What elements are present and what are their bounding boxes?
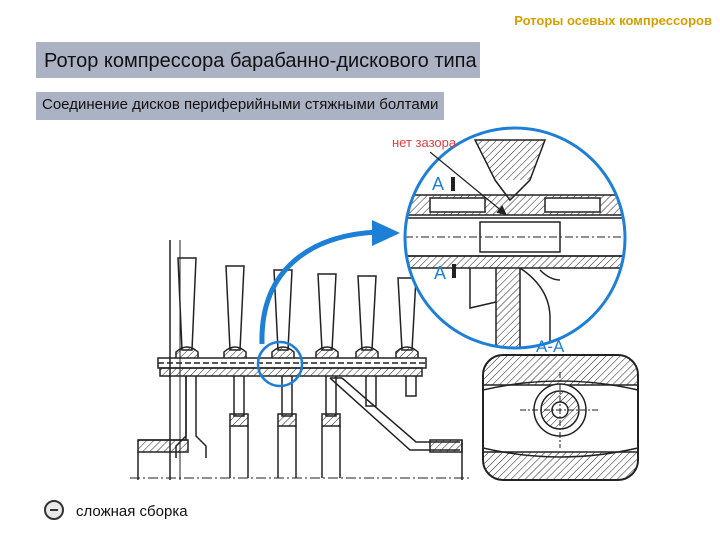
slide-subtitle: Соединение дисков периферийными стяжными… [42, 96, 439, 113]
section-mark-bottom: A [434, 263, 446, 283]
blade-row [177, 257, 417, 351]
callout-label: нет зазора [392, 135, 457, 150]
section-view-label: A-A [536, 337, 565, 356]
title-highlight [36, 42, 480, 78]
detail-locator-circle [256, 340, 304, 388]
note-text: сложная сборка [76, 503, 188, 520]
section-mark-top: A [432, 174, 444, 194]
detail-view [403, 126, 627, 350]
detail-arrow [259, 229, 379, 345]
slide-title: Ротор компрессора барабанно-дискового ти… [44, 50, 477, 72]
minus-circle-icon [44, 500, 64, 520]
subtitle-highlight [36, 92, 444, 120]
section-view [482, 354, 639, 481]
section-label: Роторы осевых компрессоров [514, 13, 712, 28]
rotor-assembly [130, 240, 470, 480]
rear-cone [329, 377, 460, 451]
front-flange [138, 376, 187, 441]
callout-leader [429, 151, 507, 216]
